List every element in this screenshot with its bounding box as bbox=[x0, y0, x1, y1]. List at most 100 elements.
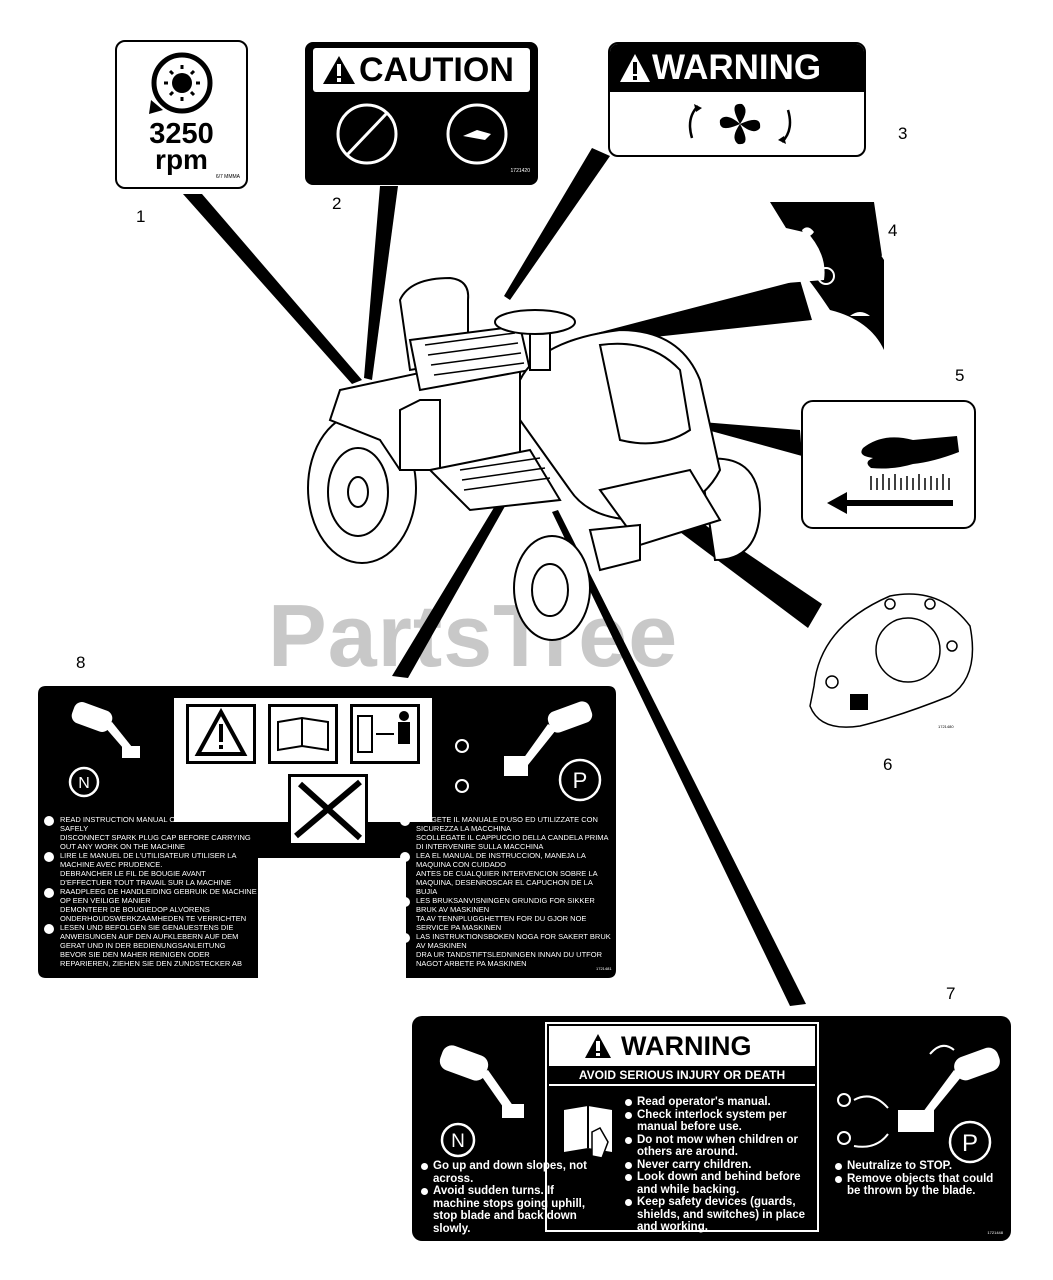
decal-speed-control bbox=[770, 202, 884, 350]
decal8-item: DEBRANCHER LE FIL DE BOUGIE AVANT D'EFFE… bbox=[60, 869, 232, 887]
rabbit-fast-icon bbox=[802, 227, 814, 237]
rpm-value: 3250 bbox=[149, 118, 214, 150]
callout-4: 4 bbox=[888, 221, 898, 240]
decal6-part-code: 1721480 bbox=[938, 724, 954, 729]
brake-pedal-area: N bbox=[439, 1045, 524, 1158]
park-icon bbox=[558, 758, 602, 802]
operator-manual-icon bbox=[564, 1106, 612, 1159]
divider bbox=[549, 1084, 815, 1086]
light-icon bbox=[850, 694, 868, 710]
run-icon bbox=[924, 598, 936, 610]
decal1-part-code: 6/7 MMMA bbox=[215, 174, 240, 180]
park-pedal-area: P bbox=[837, 1044, 1000, 1164]
rpm-unit: rpm bbox=[155, 144, 208, 175]
decal8-item: SCOLLEGATE IL CAPPUCCIO DELLA CANDELA PR… bbox=[416, 833, 609, 851]
mower-icon bbox=[825, 675, 839, 689]
decal-rpm: 3250 rpm 6/7 MMMA bbox=[115, 40, 248, 189]
decal8-item: LES BRUKSANVISNINGEN GRUNDIG FOR SIKKER … bbox=[400, 896, 612, 914]
callout-2: 2 bbox=[332, 194, 342, 213]
decal8-item: BEVOR SIE DEN MAHER REINIGEN ODER REPARI… bbox=[60, 950, 242, 968]
leader-7 bbox=[552, 510, 806, 1006]
decal-ignition-plate: 1721480 bbox=[809, 593, 974, 729]
watermark: PartsTree bbox=[268, 586, 679, 685]
list-item: Go up and down slopes, not across. bbox=[420, 1160, 600, 1185]
caution-pictograms bbox=[336, 103, 508, 165]
unlock-icon bbox=[837, 1131, 851, 1145]
choke-icon bbox=[817, 267, 835, 285]
park-label: P bbox=[962, 1130, 978, 1157]
decal8-item: LEGGETE IL MANUALE D'USO ED UTILIZZATE C… bbox=[400, 815, 612, 833]
neutral-label: N bbox=[78, 775, 90, 792]
decal8-item: READ INSTRUCTION MANUAL OPERATE MACHINE … bbox=[44, 815, 258, 833]
list-item: Never carry children. bbox=[624, 1159, 814, 1172]
callout-8: 8 bbox=[76, 653, 86, 672]
hand-hot-surface-icon bbox=[827, 436, 959, 514]
center-panel-frame bbox=[545, 1022, 819, 1232]
leader-2 bbox=[364, 186, 398, 380]
key-switch-ring bbox=[875, 617, 941, 683]
warning7-left-list: Go up and down slopes, not across. Avoid… bbox=[420, 1160, 600, 1235]
decal8-item: DISCONNECT SPARK PLUG CAP BEFORE CARRYIN… bbox=[60, 833, 251, 851]
decal-caution: CAUTION 1721420 bbox=[305, 42, 538, 185]
decal8-part-code: 1721481 bbox=[596, 966, 612, 971]
no-hot-surface-icon bbox=[336, 103, 398, 165]
decal2-part-code: 1721420 bbox=[510, 168, 530, 174]
caution-header: CAUTION bbox=[313, 48, 530, 92]
warning7-right-list: Neutralize to STOP. Remove objects that … bbox=[834, 1160, 1006, 1198]
brake-pedal-icon bbox=[71, 702, 113, 732]
callout-1: 1 bbox=[136, 207, 146, 226]
park-pedal-icon bbox=[954, 1047, 1000, 1081]
lock-icon bbox=[837, 1093, 851, 1107]
decal-warning-fan: WARNING bbox=[608, 42, 866, 157]
decal8-item: DRA UR TANDSTIFTSLEDNINGEN INNAN DU UTFO… bbox=[416, 950, 602, 968]
decal8-item: LESEN UND BEFOLGEN SIE GENAUESTENS DIE A… bbox=[44, 923, 258, 950]
list-item: Avoid sudden turns. If machine stops goi… bbox=[420, 1185, 600, 1235]
warning-title: WARNING bbox=[652, 48, 822, 87]
turtle-slow-icon bbox=[850, 312, 870, 316]
decal8-item: ANTES DE CUALQUIER INTERVENCION SOBRE LA… bbox=[416, 869, 598, 896]
caution-title: CAUTION bbox=[359, 51, 514, 89]
decal-hot-surface bbox=[801, 400, 976, 529]
decal8-item: LIRE LE MANUEL DE L'UTILISATEUR UTILISER… bbox=[44, 851, 258, 869]
engine-speed-icon bbox=[149, 52, 213, 114]
unlock-icon bbox=[455, 779, 469, 793]
warning-triangle-icon bbox=[620, 54, 650, 82]
warning-triangle-icon bbox=[194, 707, 248, 756]
list-item: Neutralize to STOP. bbox=[834, 1160, 1006, 1173]
keep-distance-icon bbox=[357, 715, 373, 753]
callout-6: 6 bbox=[883, 755, 893, 774]
list-item: Look down and behind before and while ba… bbox=[624, 1171, 814, 1196]
decal8-item: LEA EL MANUAL DE INSTRUCCION, MANEJA LA … bbox=[400, 851, 612, 869]
steering-wheel bbox=[494, 309, 576, 335]
fuel-icon bbox=[446, 103, 508, 165]
leader-3 bbox=[504, 148, 610, 300]
decal8-item: DEMONTEER DE BOUGIEDOP ALVORENS ONDERHOU… bbox=[60, 905, 247, 923]
leader-5 bbox=[700, 422, 802, 456]
decal7-part-code: 1721448 bbox=[987, 1230, 1003, 1235]
arrow-left-icon bbox=[827, 492, 847, 514]
warning7-header: WARNING bbox=[549, 1026, 815, 1066]
park-pedal-icon bbox=[547, 701, 593, 733]
callout-3: 3 bbox=[898, 124, 908, 143]
decal8-item: LAS INSTRUKTIONSBOKEN NOGA FOR SAKERT BR… bbox=[400, 932, 612, 950]
front-right-tire bbox=[698, 457, 762, 562]
leader-8 bbox=[392, 458, 530, 678]
decal8-right-text: LEGGETE IL MANUALE D'USO ED UTILIZZATE C… bbox=[400, 815, 612, 968]
park-lever-icon bbox=[898, 1110, 934, 1132]
callout-7: 7 bbox=[946, 984, 956, 1003]
warning7-title: WARNING bbox=[621, 1031, 752, 1061]
callout-5: 5 bbox=[955, 366, 965, 385]
leader-1 bbox=[183, 194, 362, 384]
off-icon bbox=[884, 598, 896, 610]
warning-triangle-icon bbox=[585, 1034, 611, 1058]
neutral-icon bbox=[440, 1122, 476, 1158]
lock-icon bbox=[455, 739, 469, 753]
neutral-label: N bbox=[451, 1131, 465, 1152]
list-item: Remove objects that could be thrown by t… bbox=[834, 1173, 1006, 1198]
neutral-icon bbox=[68, 766, 100, 798]
fan-blade-icon bbox=[688, 103, 792, 145]
brake-pedal-icon bbox=[439, 1045, 489, 1081]
list-item: Do not mow when children or others are a… bbox=[624, 1134, 814, 1159]
